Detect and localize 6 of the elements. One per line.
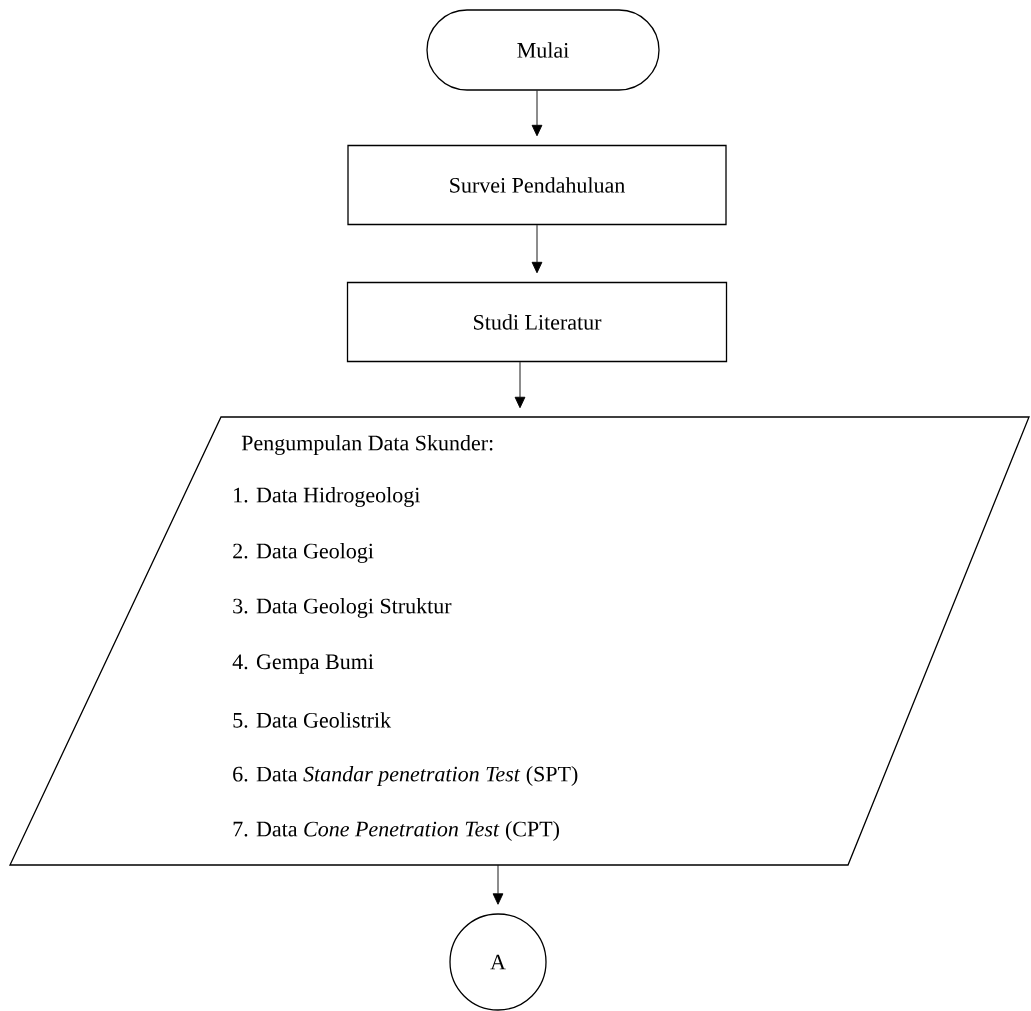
arrow	[531, 90, 543, 137]
arrow	[492, 864, 504, 905]
process-box: Survei Pendahuluan	[347, 144, 727, 226]
process-box: Studi Literatur	[346, 281, 728, 363]
arrow	[514, 361, 526, 409]
arrow	[531, 224, 543, 274]
